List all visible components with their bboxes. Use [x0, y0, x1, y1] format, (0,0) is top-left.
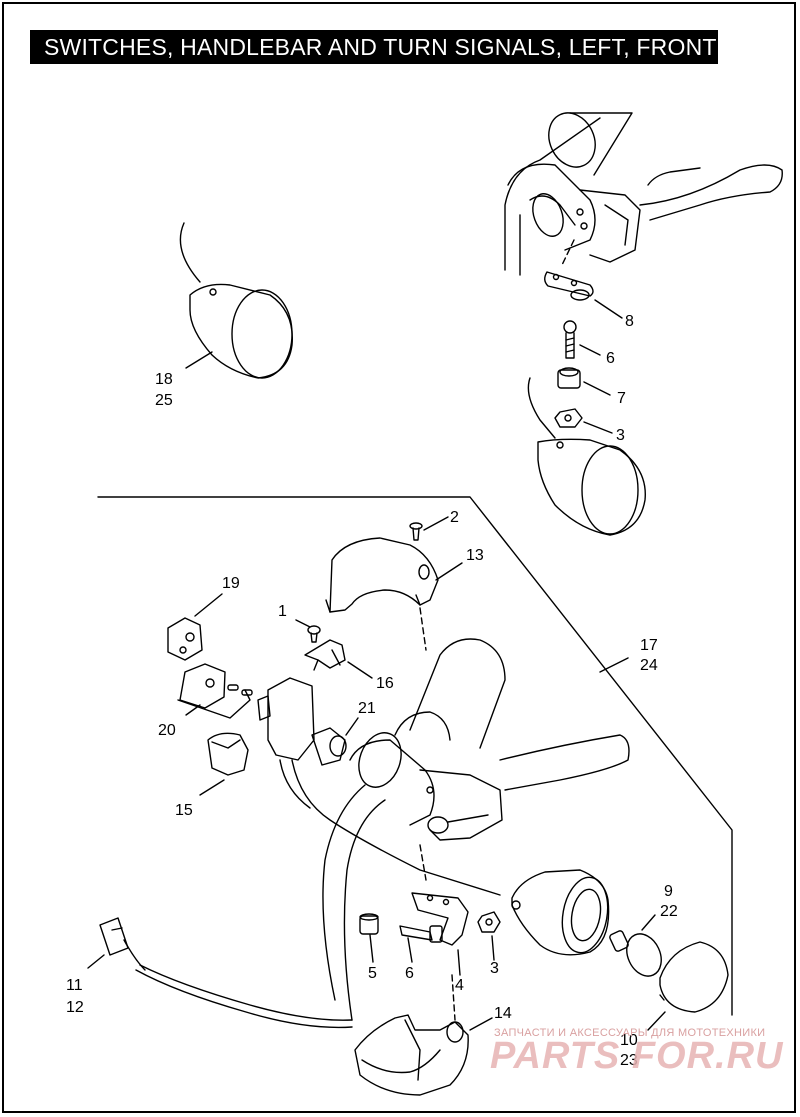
- callout-18: 18: [155, 371, 173, 388]
- callout-3-upper: 3: [616, 427, 625, 444]
- watermark-brand: PARTS FOR.RU: [490, 1035, 784, 1077]
- part-6-screw-upper: [563, 320, 601, 359]
- part-2-screw: [409, 516, 449, 541]
- callout-16: 16: [376, 675, 394, 692]
- part-4-bracket: [411, 892, 469, 976]
- part-11-wiring-harness: [87, 917, 353, 1029]
- assembly-axis-upper: [561, 239, 575, 266]
- callout-19: 19: [222, 575, 240, 592]
- callout-7: 7: [617, 390, 626, 407]
- callout-17: 17: [640, 637, 658, 654]
- watermark-tagline: ЗАПЧАСТИ И АКСЕССУАРЫ ДЛЯ МОТОТЕХНИКИ: [494, 1027, 765, 1039]
- part-5-plug: [359, 913, 379, 963]
- callout-4: 4: [455, 977, 464, 994]
- part-3-nut-lower: [477, 911, 501, 961]
- turn-signal-left-upper: [179, 222, 294, 379]
- leader-17-24: [599, 657, 629, 673]
- callout-15: 15: [175, 802, 193, 819]
- callout-9: 9: [664, 883, 673, 900]
- callout-8: 8: [625, 313, 634, 330]
- part-16-bracket: [304, 639, 373, 679]
- callout-13: 13: [466, 547, 484, 564]
- upper-handlebar-assembly: [504, 112, 783, 276]
- part-20-switch-cap: [177, 663, 253, 719]
- callout-2: 2: [450, 509, 459, 526]
- part-9-bulb: [609, 914, 662, 977]
- turn-signal-right-upper: [527, 377, 646, 536]
- callout-6-lower: 6: [405, 965, 414, 982]
- part-8-bracket: [544, 271, 623, 319]
- part-19-switch-cap: [167, 593, 223, 661]
- callout-21: 21: [358, 700, 376, 717]
- part-10-lens: [647, 941, 729, 1031]
- part-13-switch-housing-upper: [325, 537, 463, 651]
- part-3-nut-upper: [554, 408, 613, 434]
- part-15-switch-button: [199, 732, 249, 796]
- callout-22: 22: [660, 903, 678, 920]
- page-title: SWITCHES, HANDLEBAR AND TURN SIGNALS, LE…: [30, 30, 718, 64]
- callout-11: 11: [66, 977, 83, 994]
- callout-20: 20: [158, 722, 176, 739]
- callout-5: 5: [368, 965, 377, 982]
- part-6-screw-lower: [399, 925, 443, 963]
- callout-25: 25: [155, 392, 173, 409]
- lower-handlebar-assembly: [322, 638, 630, 1021]
- callout-24: 24: [640, 657, 658, 674]
- callout-3-lower: 3: [490, 960, 499, 977]
- assembly-boundary: [97, 496, 733, 1016]
- part-14-switch-housing-lower: [354, 974, 493, 1096]
- callout-6-upper: 6: [606, 350, 615, 367]
- turn-signal-lower: [511, 869, 610, 956]
- callout-23: 23: [620, 1052, 638, 1069]
- part-1-screw: [295, 619, 321, 643]
- callout-10: 10: [620, 1032, 638, 1049]
- callout-14: 14: [494, 1005, 512, 1022]
- part-21-switch-assembly: [257, 677, 501, 896]
- callout-12: 12: [66, 999, 84, 1016]
- part-7-nut: [557, 367, 611, 396]
- callout-1: 1: [278, 603, 287, 620]
